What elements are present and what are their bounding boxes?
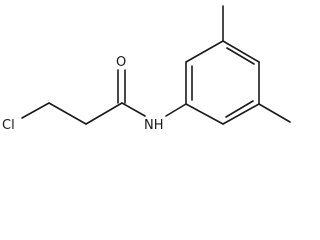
bond-n-ar: [165, 103, 187, 117]
nh-label: NH: [144, 118, 164, 133]
ring-inner-bond-2: [226, 47, 255, 65]
ring-inner-bond-3: [225, 100, 254, 118]
ring-bond-2: [185, 40, 224, 63]
bond-cl-c1: [21, 102, 50, 119]
bond-c3-n: [121, 102, 146, 117]
ring-bond-3: [222, 40, 260, 63]
oxygen-label: O: [116, 55, 126, 70]
bond-c2-c3: [85, 102, 123, 125]
structure-diagram: Cl O NH: [2, 5, 291, 133]
methyl-bond-right: [258, 103, 291, 123]
ring-bond-5: [222, 103, 260, 125]
ring-bond-6: [185, 103, 224, 125]
bond-c1-c2: [48, 102, 87, 125]
chlorine-label: Cl: [2, 118, 15, 133]
